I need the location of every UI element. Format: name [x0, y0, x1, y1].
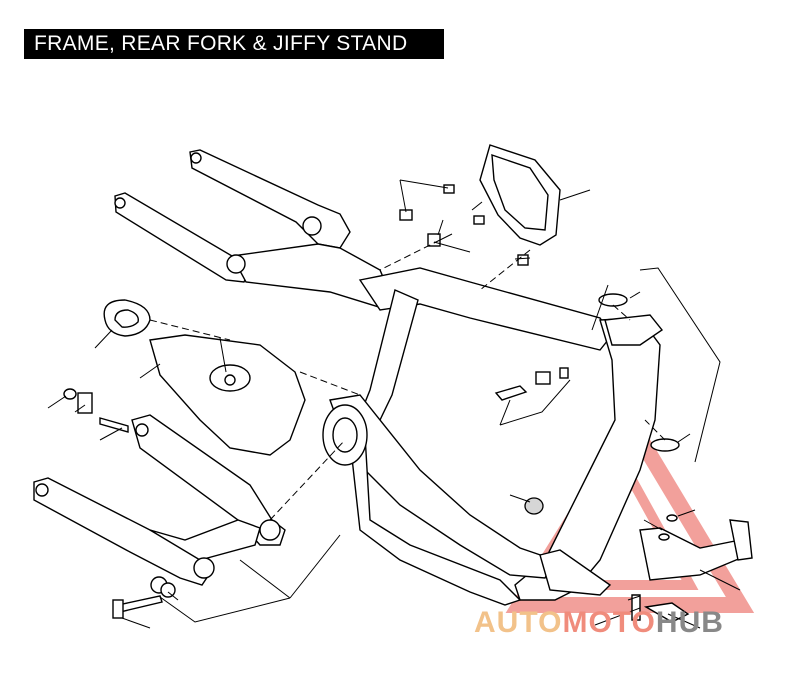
small-cover: [103, 299, 151, 337]
leader-lines: [47, 179, 741, 629]
watermark-part-1: AUTO: [474, 606, 563, 639]
side-cover: [149, 334, 306, 456]
title-bar: FRAME, REAR FORK & JIFFY STAND: [24, 29, 444, 59]
rear-fork-swingarm: [33, 414, 286, 586]
watermark-text: AUTOMOTOHUB: [474, 606, 724, 640]
top-cover: [479, 144, 561, 246]
watermark-part-3: HUB: [655, 606, 724, 639]
watermark-part-2: MOTO: [562, 606, 656, 639]
assembly-lines: [149, 239, 666, 521]
main-frame: [322, 267, 664, 606]
frame-rear-rails: [114, 149, 393, 309]
page-title: FRAME, REAR FORK & JIFFY STAND: [34, 32, 408, 55]
